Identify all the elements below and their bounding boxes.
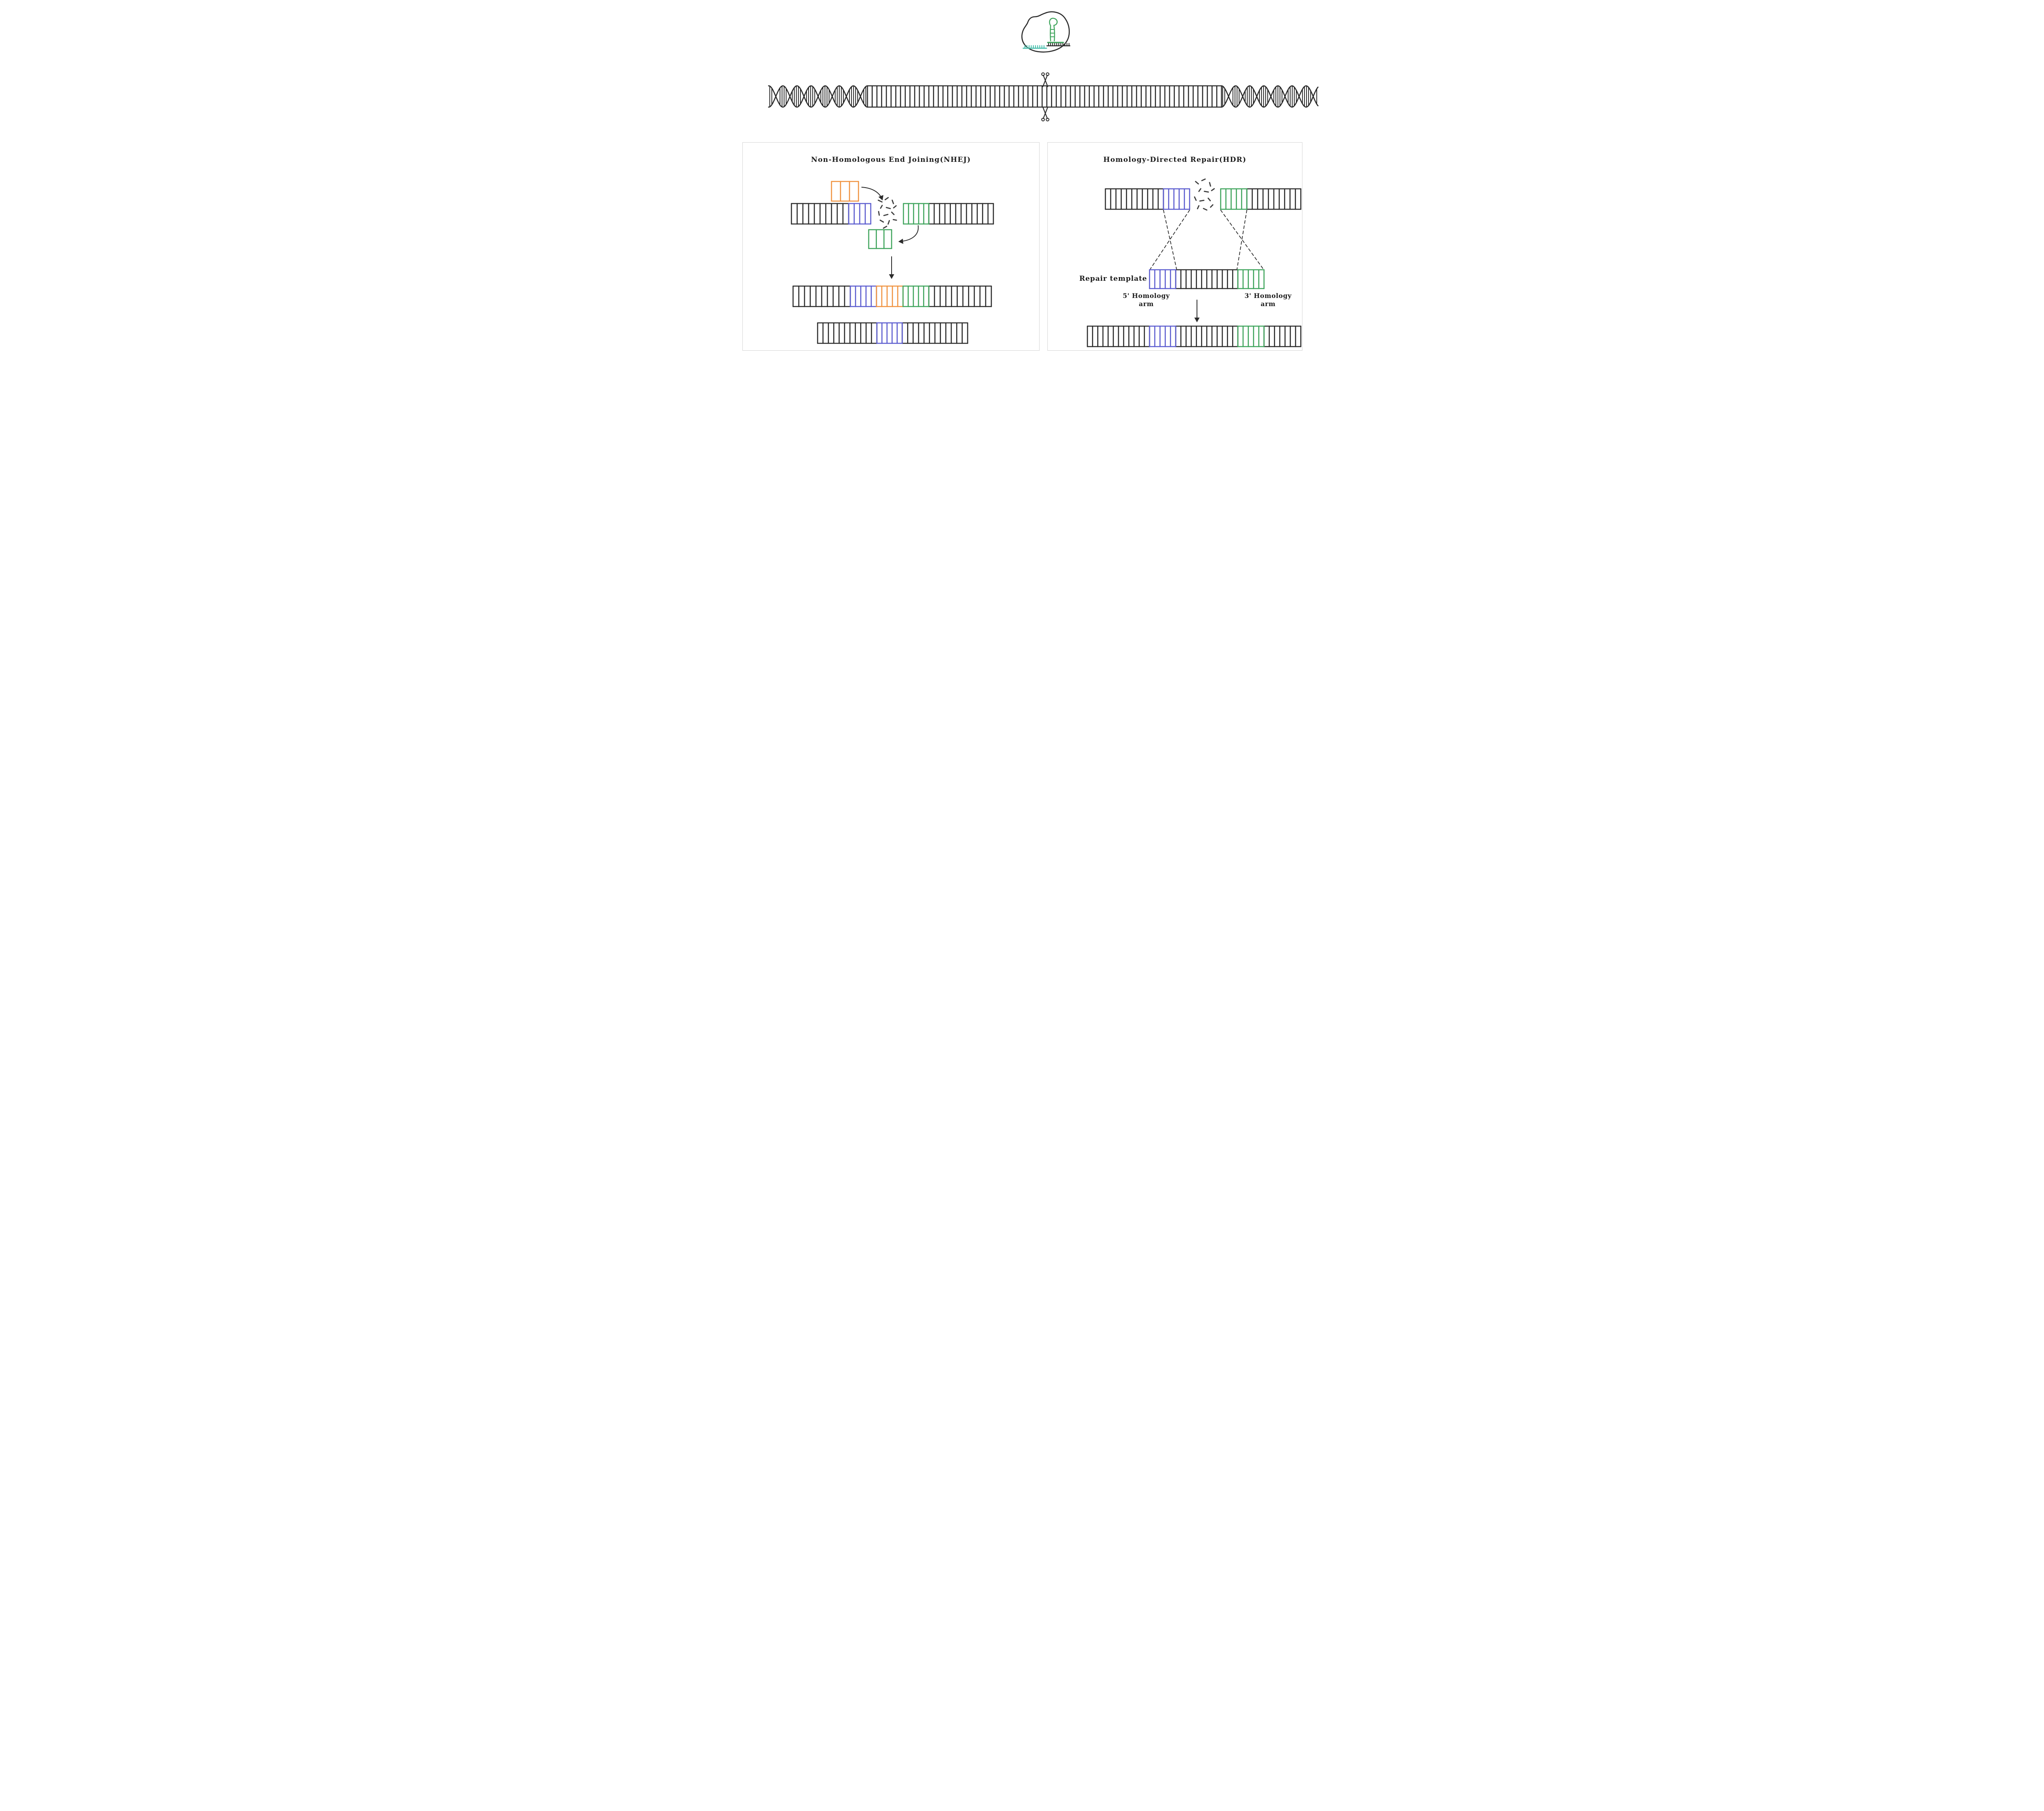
arm3-line1: 3' Homology bbox=[1244, 292, 1292, 300]
arm5-line2: arm bbox=[1139, 300, 1154, 308]
arm3-line2: arm bbox=[1260, 300, 1276, 308]
arm5-line1: 5' Homology bbox=[1123, 292, 1170, 300]
repair-template-label: Repair template bbox=[1079, 275, 1147, 283]
five-prime-homology-arm-label: 5' Homology arm bbox=[1114, 292, 1179, 308]
cas9-grna-complex-icon bbox=[1021, 11, 1071, 53]
scissors-icon-top bbox=[1041, 72, 1049, 87]
nhej-panel-title: Non-Homologous End Joining(NHEJ) bbox=[811, 156, 971, 164]
three-prime-homology-arm-label: 3' Homology arm bbox=[1235, 292, 1301, 308]
figure-canvas: Non-Homologous End Joining(NHEJ) Homolog… bbox=[724, 0, 1320, 362]
hdr-panel bbox=[1047, 142, 1302, 351]
genomic-dna-double-helix bbox=[768, 85, 1319, 108]
scissors-icon-bottom bbox=[1041, 106, 1049, 121]
hdr-panel-title: Homology-Directed Repair(HDR) bbox=[1103, 156, 1247, 164]
nhej-panel bbox=[742, 142, 1040, 351]
